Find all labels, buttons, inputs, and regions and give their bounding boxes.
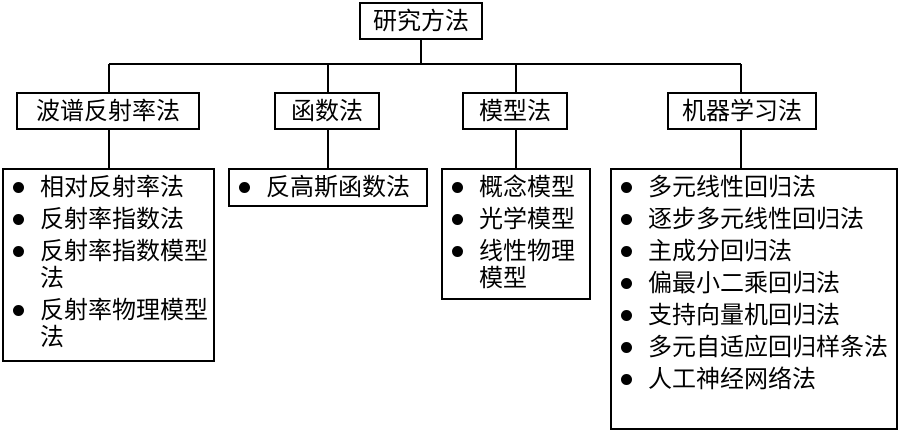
category-box-3: 机器学习法 [667,92,817,130]
category-label: 函数法 [291,97,363,125]
list-item: 支持向量机回归法 [618,302,892,329]
list-item: 逐步多元线性回归法 [618,206,892,233]
list-item: 多元线性回归法 [618,174,892,201]
bullet-icon [452,246,463,257]
bullet-icon [621,278,632,289]
list-item: 反高斯函数法 [236,174,422,201]
bullet-icon [621,246,632,257]
category-label: 模型法 [479,97,551,125]
bullet-icon [621,374,632,385]
category-box-0: 波谱反射率法 [16,92,200,130]
bullet-icon [239,182,250,193]
bullet-icon [621,214,632,225]
bullet-icon [13,182,24,193]
list-item: 主成分回归法 [618,238,892,265]
method-list-box-1: 反高斯函数法 [228,168,428,207]
bullet-icon [452,214,463,225]
list-item: 光学模型 [449,206,585,233]
list-item: 偏最小二乘回归法 [618,270,892,297]
list-item: 反射率物理模型法 [10,297,209,351]
list-item: 相对反射率法 [10,174,209,201]
root-label: 研究方法 [373,7,469,35]
category-label: 波谱反射率法 [36,97,180,125]
method-list-box-0: 相对反射率法 反射率指数法 反射率指数模型法 反射率物理模型法 [2,168,215,362]
list-item: 概念模型 [449,174,585,201]
bullet-icon [13,214,24,225]
list-item: 多元自适应回归样条法 [618,334,892,361]
bullet-icon [621,182,632,193]
list-item: 人工神经网络法 [618,366,892,393]
bullet-icon [621,310,632,321]
category-box-2: 模型法 [462,92,568,130]
bullet-icon [13,246,24,257]
bullet-icon [621,342,632,353]
list-item: 反射率指数模型法 [10,238,209,292]
method-list-box-2: 概念模型 光学模型 线性物理模型 [441,168,591,300]
category-label: 机器学习法 [682,97,802,125]
list-item: 反射率指数法 [10,206,209,233]
bullet-icon [452,182,463,193]
category-box-1: 函数法 [274,92,380,130]
bullet-icon [13,305,24,316]
root-box: 研究方法 [359,2,483,40]
method-list-box-3: 多元线性回归法 逐步多元线性回归法 主成分回归法 偏最小二乘回归法 支持向量机回… [610,168,898,430]
list-item: 线性物理模型 [449,238,585,292]
